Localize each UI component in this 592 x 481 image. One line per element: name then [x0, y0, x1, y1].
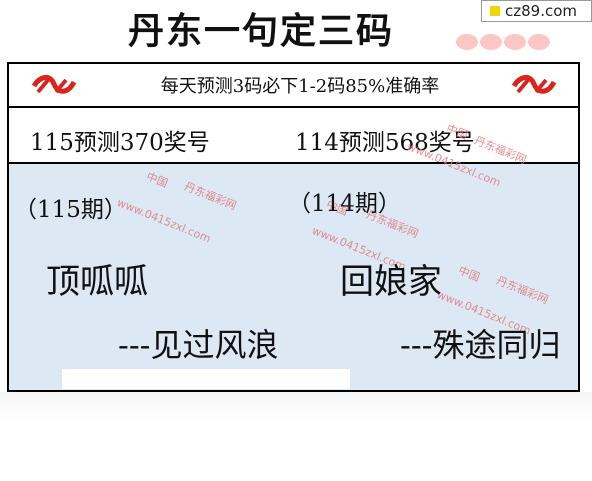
banner-row: [9, 64, 578, 108]
prediction-row: [9, 108, 578, 164]
prediction-right: 114预测568奖号: [295, 130, 475, 156]
banner-text: 每天预测3码必下1-2码85%准确率: [160, 76, 440, 97]
site-badge[interactable]: cz89.com: [481, 0, 592, 22]
slogan-left: ---见过风浪: [118, 326, 279, 364]
title-decoration: [456, 34, 478, 50]
answer-left: 顶呱呱: [46, 262, 148, 302]
prediction-left: 115预测370奖号: [30, 130, 210, 156]
badge-square-icon: [490, 6, 500, 16]
answer-panel: [9, 164, 578, 390]
title-decoration: [528, 34, 550, 50]
answer-right: 回娘家: [340, 262, 442, 302]
slogan-right: ---殊途同归: [400, 326, 561, 364]
period-left-label: （115期）: [14, 197, 127, 223]
title-decoration: [480, 34, 502, 50]
lottery-logo-icon: [511, 75, 557, 94]
period-right-label: （114期）: [288, 191, 401, 217]
title-decoration: [504, 34, 526, 50]
site-badge-label: cz89.com: [505, 2, 578, 20]
white-bar: [62, 369, 350, 389]
bottom-fade: [0, 392, 592, 481]
page-title: 丹东一句定三码: [128, 11, 395, 52]
lottery-logo-icon: [31, 75, 77, 94]
